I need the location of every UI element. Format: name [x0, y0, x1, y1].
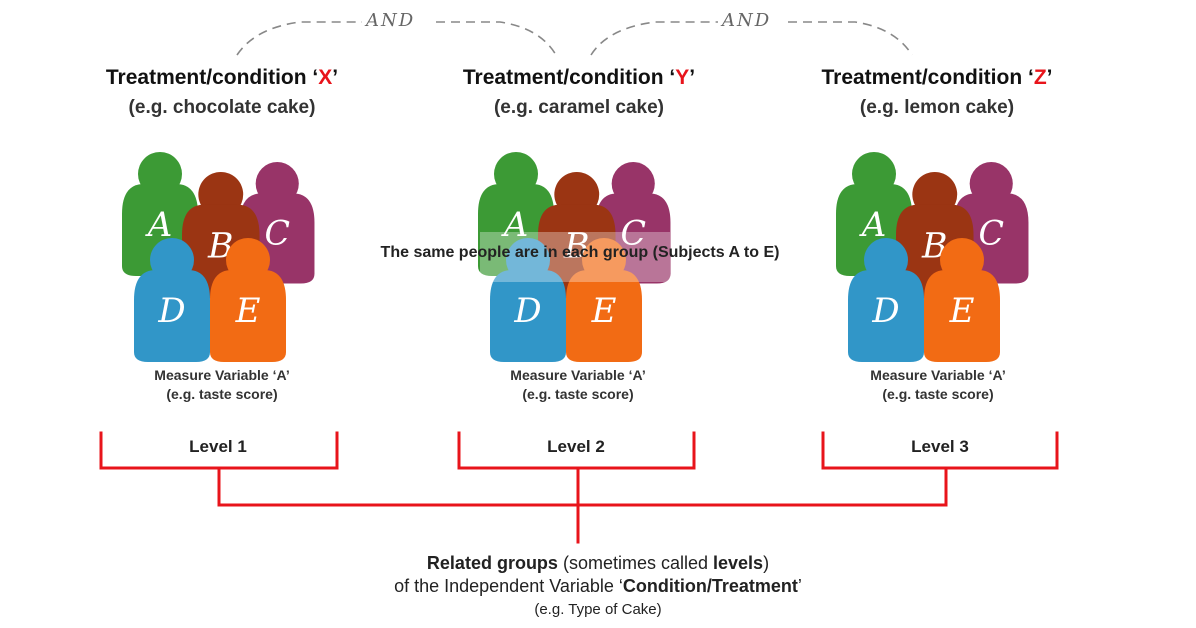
person-letter: D: [513, 291, 541, 331]
caption-line-1: Related groups (sometimes called levels): [426, 553, 770, 573]
and-connector-left: [236, 21, 557, 56]
measure-z: Measure Variable ‘A’(e.g. taste score): [870, 367, 1006, 402]
person-letter: E: [949, 291, 975, 331]
person-letter: A: [145, 205, 173, 245]
subject-d: D: [134, 238, 210, 362]
group-title-z: Treatment/condition ‘Z’: [821, 66, 1053, 89]
person-letter: D: [871, 291, 899, 331]
and-connector-right: [590, 21, 913, 56]
person-letter: C: [264, 213, 290, 252]
person-letter: A: [859, 205, 887, 245]
subject-e: E: [210, 238, 286, 362]
group-title-y: Treatment/condition ‘Y’: [462, 66, 696, 89]
bracket-level-3: [821, 431, 1059, 470]
group-example-z: (e.g. lemon cake): [859, 97, 1015, 118]
caption-line-2: of the Independent Variable ‘Condition/T…: [394, 576, 802, 596]
condition-letter-z: Z: [1033, 66, 1047, 89]
level-2-label: Level 2: [547, 437, 605, 456]
subject-e: E: [924, 238, 1000, 362]
person-letter: E: [591, 291, 617, 331]
related-groups-caption: Related groups (sometimes called levels)…: [248, 552, 948, 621]
caption-line-3: (e.g. Type of Cake): [534, 601, 662, 618]
person-letter: A: [501, 205, 529, 245]
level-3-label: Level 3: [911, 437, 969, 456]
person-body: [490, 270, 566, 362]
same-people-note: The same people are in each group (Subje…: [380, 244, 780, 261]
person-body: [848, 270, 924, 362]
person-letter: C: [978, 213, 1004, 252]
and-label-1: AND: [366, 10, 416, 31]
group-title-x: Treatment/condition ‘X’: [105, 66, 339, 89]
person-body: [134, 270, 210, 362]
person-letter: E: [235, 291, 261, 331]
group-example-x: (e.g. chocolate cake): [128, 97, 316, 118]
subject-d: D: [490, 238, 566, 362]
group-example-y: (e.g. caramel cake): [493, 97, 665, 118]
and-label-2: AND: [722, 10, 772, 31]
condition-letter-x: X: [318, 66, 333, 89]
measure-y: Measure Variable ‘A’(e.g. taste score): [510, 367, 646, 402]
measure-x: Measure Variable ‘A’(e.g. taste score): [154, 367, 290, 402]
person-letter: D: [157, 291, 185, 331]
bracket-joiner: [217, 466, 948, 544]
person-body: [566, 270, 642, 362]
subject-e: E: [566, 238, 642, 362]
person-body: [924, 270, 1000, 362]
condition-letter-y: Y: [675, 66, 690, 89]
note-highlight-band: [480, 232, 670, 282]
person-letter: C: [620, 213, 646, 252]
person-body: [210, 270, 286, 362]
subject-a: A: [122, 152, 198, 276]
subject-d: D: [848, 238, 924, 362]
level-1-label: Level 1: [189, 437, 247, 456]
